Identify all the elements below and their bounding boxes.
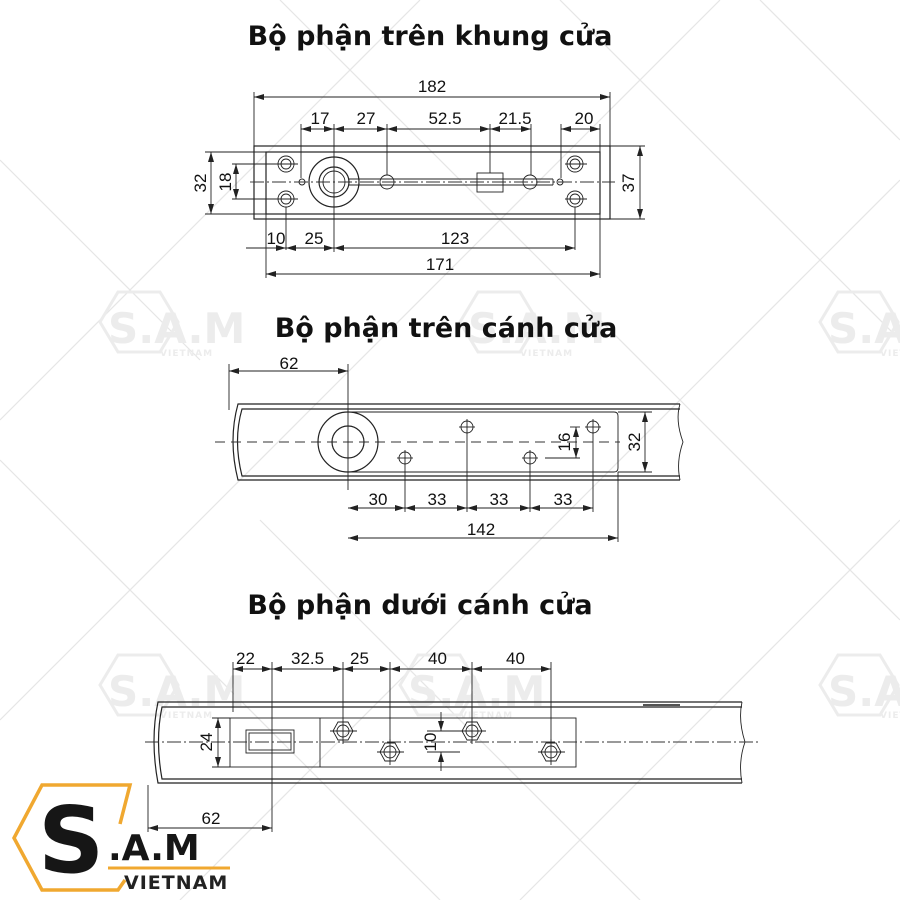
dim-40-b: 40 [506,649,525,668]
dim-25: 25 [305,229,324,248]
dim-21-5: 21.5 [498,109,531,128]
dim-18: 18 [216,173,235,192]
brand-logo: S .A.M VIETNAM [12,783,230,894]
svg-text:VIETNAM: VIETNAM [160,711,213,721]
dim-16: 16 [555,433,574,452]
svg-text:S.A.M: S.A.M [108,667,245,716]
logo-letters-am: .A.M [108,828,200,869]
dim-20: 20 [575,109,594,128]
svg-text:VIETNAM: VIETNAM [160,349,213,359]
dim-40-a: 40 [428,649,447,668]
logo-letter-s: S [38,787,104,894]
logo-hexagon-icon [12,783,133,892]
dim-123: 123 [441,229,469,248]
watermark-logo-right-top: S.A.M VIETNAM [818,290,900,359]
svg-text:S.A.M: S.A.M [108,304,245,353]
svg-text:VIETNAM: VIETNAM [880,349,900,359]
title-door-top-part: Bộ phận trên cánh cửa [275,313,618,344]
svg-text:VIETNAM: VIETNAM [520,349,573,359]
svg-text:S.A.M: S.A.M [408,667,545,716]
watermark-logo-center-bottom: S.A.M VIETNAM [398,653,545,721]
dim-171: 171 [426,255,454,274]
logo-subtitle: VIETNAM [124,872,228,894]
title-door-bottom-part: Bộ phận dưới cánh cửa [247,590,592,621]
svg-text:S.A.M: S.A.M [828,304,900,353]
drawing-frame-part: 182 17 27 52.5 21.5 20 32 18 37 10 25 12… [191,77,645,278]
dim-32: 32 [191,174,210,193]
dim-33-a: 33 [428,490,447,509]
dim-37: 37 [619,174,638,193]
dim-62-bottom: 62 [202,809,221,828]
drawing-door-bottom-part: 22 32.5 25 40 40 24 10 62 [145,649,760,832]
dim-142: 142 [467,520,495,539]
dim-25-bottom: 25 [350,649,369,668]
dim-27: 27 [357,109,376,128]
svg-text:VIETNAM: VIETNAM [880,711,900,721]
svg-text:S.A.M: S.A.M [468,304,605,353]
dim-33-c: 33 [554,490,573,509]
dim-10-bottom: 10 [421,733,440,752]
svg-text:S.A.M: S.A.M [828,667,900,716]
watermark-logo-left-bottom: S.A.M VIETNAM [98,653,245,721]
drawing-door-top-part: 62 30 33 33 33 142 16 32 [215,354,684,542]
dim-62-top: 62 [280,354,299,373]
title-frame-part: Bộ phận trên khung cửa [248,21,613,52]
watermark-logo-center-top: S.A.M VIETNAM [458,290,605,359]
dim-22: 22 [236,649,255,668]
dim-overall-182: 182 [418,77,446,96]
dim-24: 24 [197,733,216,752]
watermark-logo-right-bottom: S.A.M VIETNAM [818,653,900,721]
dim-30: 30 [369,490,388,509]
dim-17: 17 [311,109,330,128]
dim-32-plate: 32 [625,433,644,452]
watermark-logo-left-top: S.A.M VIETNAM [98,290,245,359]
dim-33-b: 33 [490,490,509,509]
dim-52-5: 52.5 [428,109,461,128]
svg-text:VIETNAM: VIETNAM [460,711,513,721]
dim-32-5: 32.5 [291,649,324,668]
dim-10: 10 [267,229,286,248]
